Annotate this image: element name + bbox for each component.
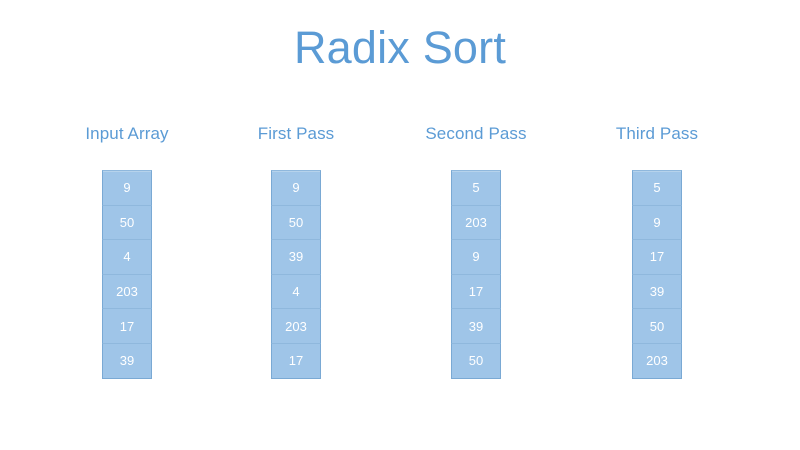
array-cell: 50	[451, 342, 501, 379]
array-cell: 9	[271, 170, 321, 206]
array-cell: 4	[102, 239, 152, 275]
array-cell: 17	[271, 342, 321, 379]
array-stack: 9 50 4 203 17 39	[102, 170, 152, 379]
page-title: Radix Sort	[293, 22, 507, 73]
array-cell: 50	[271, 204, 321, 241]
array-stack: 9 50 39 4 203 17	[271, 170, 321, 379]
array-cell: 5	[451, 170, 501, 206]
array-cell: 39	[102, 342, 152, 379]
array-cell: 17	[632, 239, 682, 275]
array-cell: 39	[451, 308, 501, 344]
column-header: Second Pass	[425, 124, 527, 143]
array-cell: 203	[102, 273, 152, 310]
array-cell: 39	[632, 273, 682, 310]
column-header: First Pass	[257, 124, 335, 143]
array-cell: 5	[632, 170, 682, 206]
array-cell: 50	[632, 308, 682, 344]
column-second-pass: Second Pass 5 203 9 17 39 50	[396, 124, 556, 379]
array-cell: 9	[102, 170, 152, 206]
array-cell: 50	[102, 204, 152, 241]
array-stack: 5 9 17 39 50 203	[632, 170, 682, 379]
array-cell: 203	[271, 308, 321, 344]
column-third-pass: Third Pass 5 9 17 39 50 203	[577, 124, 737, 379]
array-cell: 9	[451, 239, 501, 275]
array-cell: 9	[632, 204, 682, 241]
column-input-array: Input Array 9 50 4 203 17 39	[47, 124, 207, 379]
array-cell: 203	[632, 342, 682, 379]
array-stack: 5 203 9 17 39 50	[451, 170, 501, 379]
column-header: Input Array	[85, 124, 169, 143]
array-cell: 203	[451, 204, 501, 241]
array-cell: 17	[102, 308, 152, 344]
array-cell: 39	[271, 239, 321, 275]
column-header: Third Pass	[615, 124, 699, 143]
array-cell: 4	[271, 273, 321, 310]
array-cell: 17	[451, 273, 501, 310]
column-first-pass: First Pass 9 50 39 4 203 17	[216, 124, 376, 379]
